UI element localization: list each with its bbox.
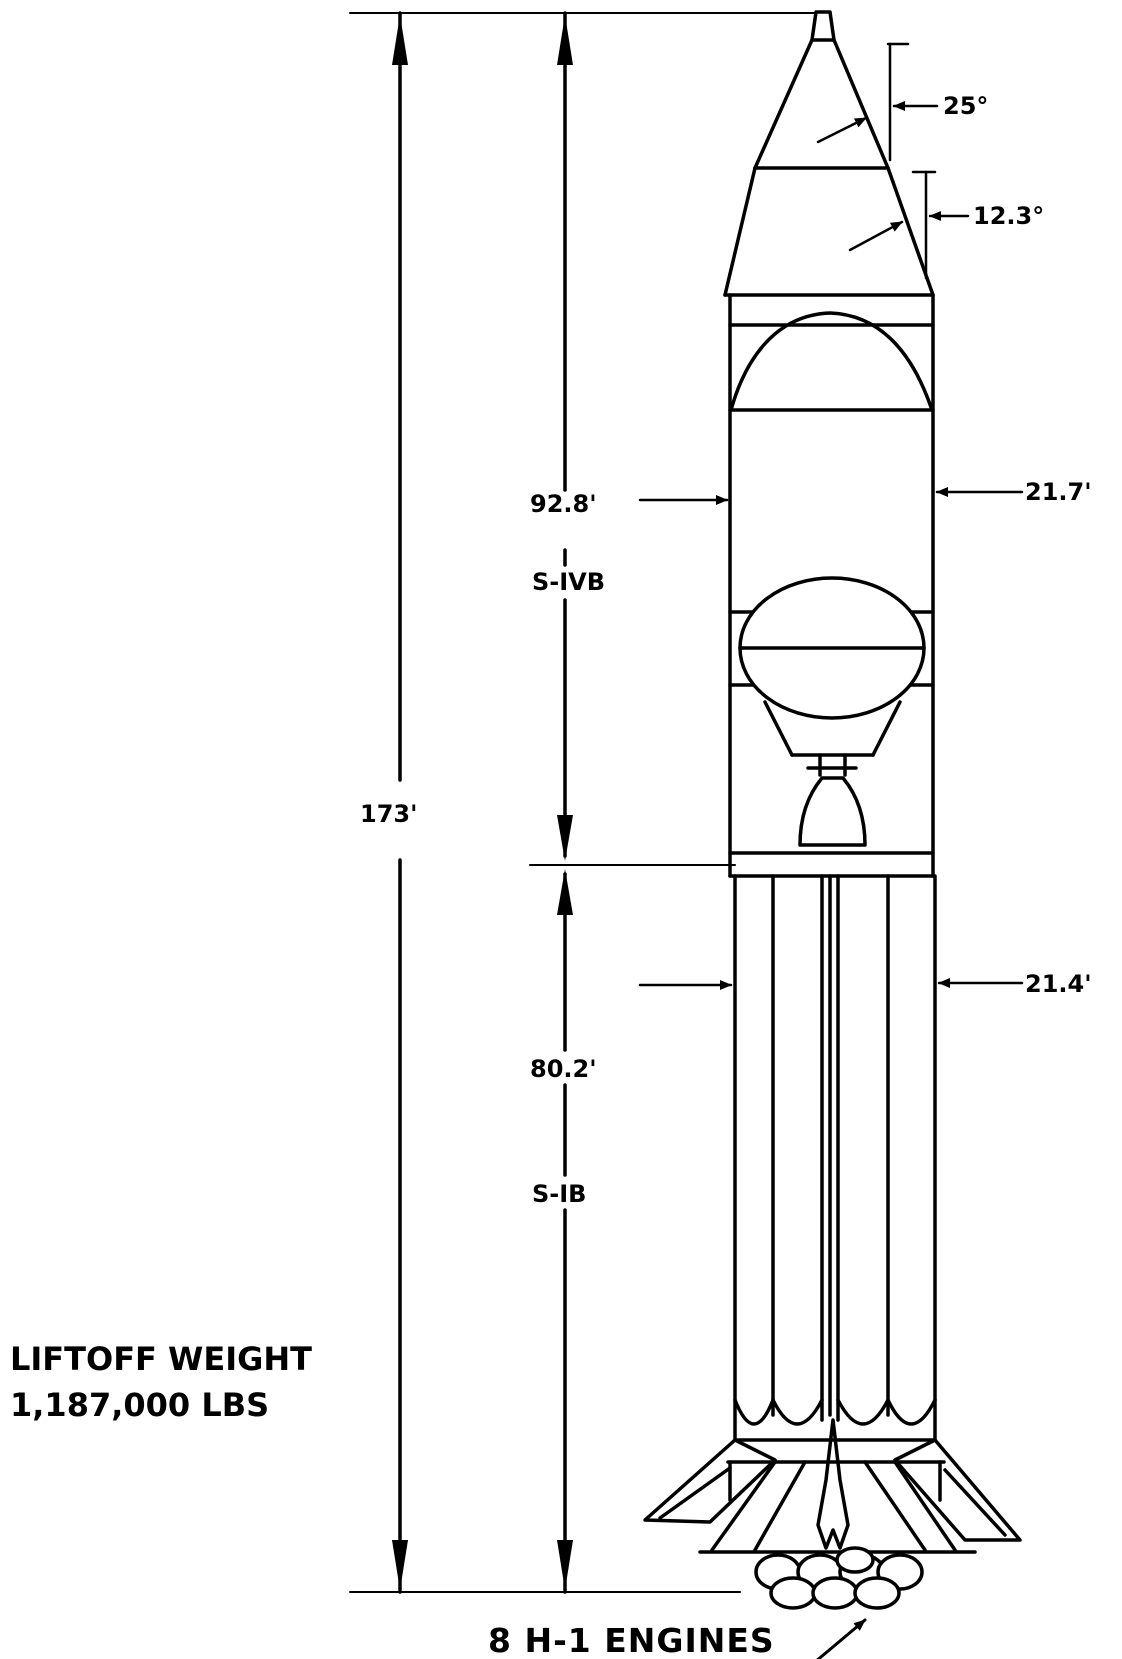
stage-height-dimension: [529, 11, 736, 1594]
engine-section: [698, 1418, 977, 1554]
spacecraft-adapter: [723, 166, 935, 297]
nose-angle-label: 25°: [943, 92, 988, 120]
s-ib-stage: [733, 874, 937, 1442]
fins: [643, 1438, 1022, 1542]
upper-diameter-callout: [638, 487, 1024, 505]
lower-diameter-label: 21.4': [1025, 970, 1092, 998]
s-ivb-stage: [728, 293, 935, 878]
nose-angle-callout: [816, 42, 939, 162]
interstage: [728, 851, 935, 878]
launch-escape-tower: [810, 10, 836, 42]
lower-diameter-callout: [638, 978, 1024, 990]
nose-cone: [753, 38, 890, 170]
upper-stage-height-label: 92.8': [530, 490, 597, 518]
lower-stage-name-label: S-IB: [532, 1180, 586, 1208]
engines-pointer: [816, 1618, 867, 1659]
engines-label: 8 H-1 ENGINES: [488, 1621, 775, 1659]
adapter-angle-label: 12.3°: [973, 202, 1044, 230]
overall-height-dimension: [349, 11, 816, 1594]
adapter-angle-callout: [848, 170, 970, 280]
lower-stage-height-label: 80.2': [530, 1055, 597, 1083]
liftoff-weight-label: LIFTOFF WEIGHT: [10, 1340, 312, 1378]
upper-stage-name-label: S-IVB: [532, 568, 605, 596]
h-1-engine-bells: [754, 1546, 924, 1610]
liftoff-weight-value: 1,187,000 LBS: [10, 1386, 269, 1424]
overall-height-label: 173': [360, 800, 417, 828]
upper-diameter-label: 21.7': [1025, 478, 1092, 506]
